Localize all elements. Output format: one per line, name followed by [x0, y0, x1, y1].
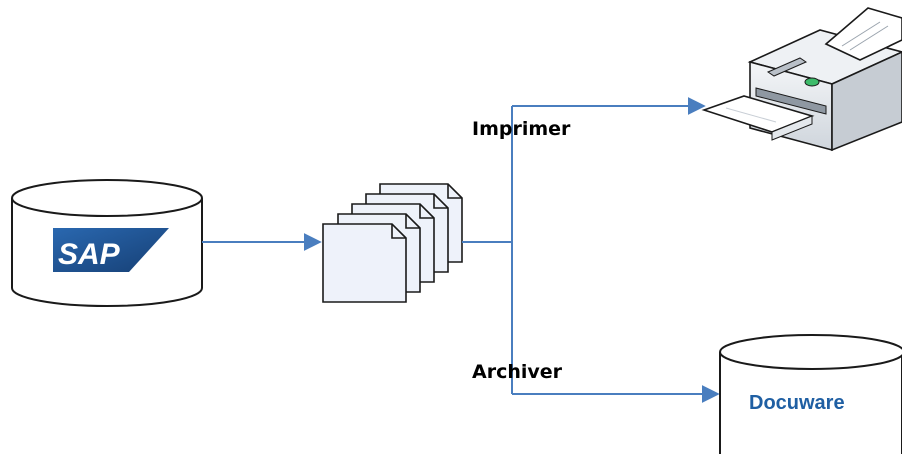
print-label: Imprimer: [472, 118, 571, 140]
branch-connectors: [462, 97, 720, 403]
sap-logo-text: SAP: [58, 238, 121, 271]
docuware-logo-text: Docuware: [749, 392, 845, 414]
printer-icon: [701, 7, 902, 152]
sap-logo: SAP: [53, 228, 169, 272]
sap-database: SAP: [11, 179, 203, 307]
docuware-database: Docuware: [719, 334, 902, 454]
document-stack-icon: [322, 183, 463, 303]
archive-label: Archiver: [472, 361, 563, 383]
document-sheet: [322, 223, 407, 303]
